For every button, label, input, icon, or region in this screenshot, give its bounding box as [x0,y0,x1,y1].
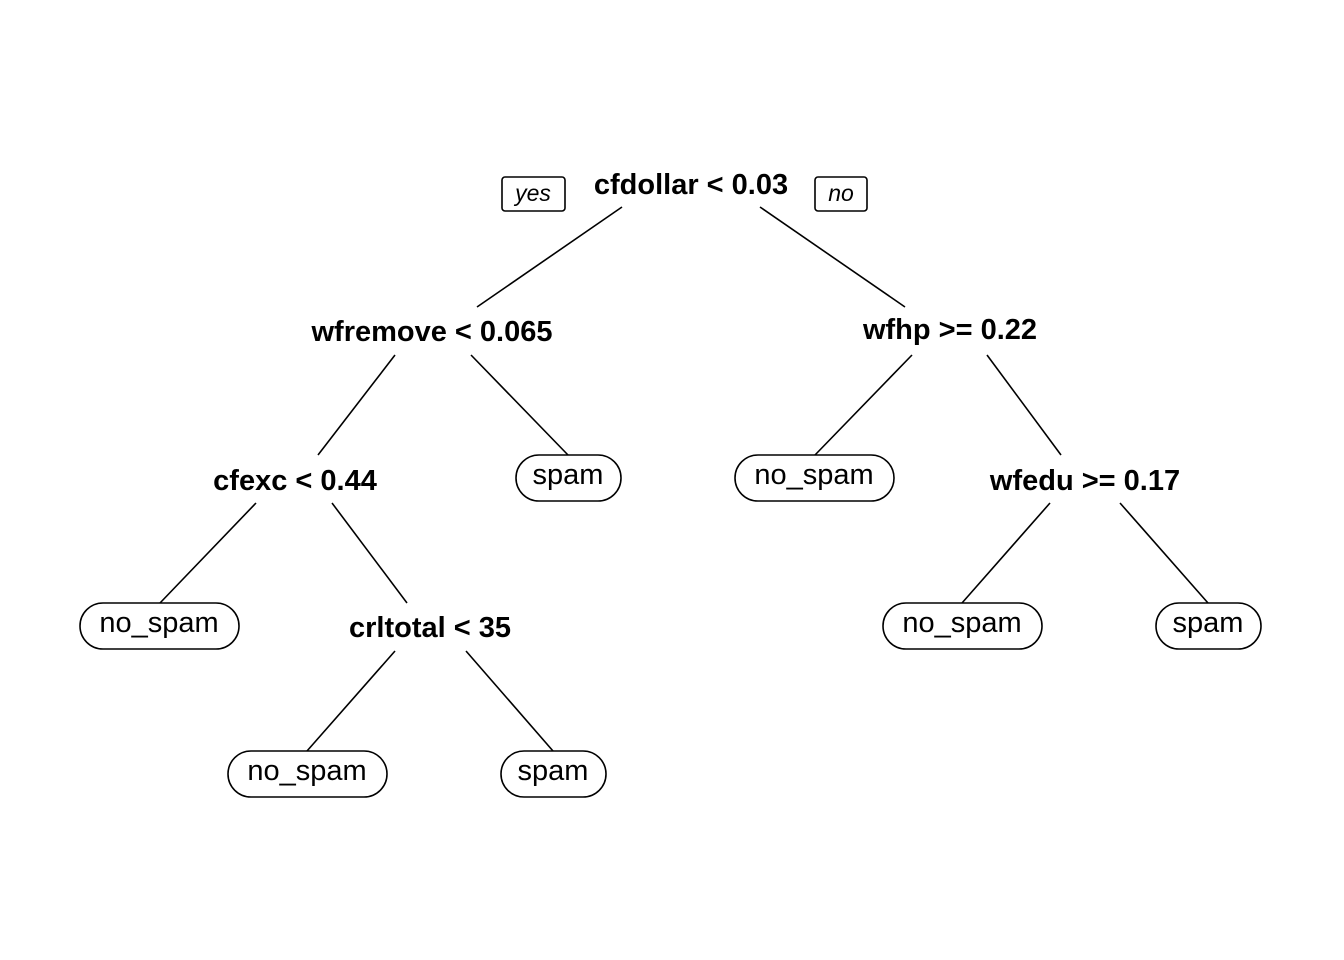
leaf-label: no_spam [247,755,366,787]
split-node-wfremove: wfremove < 0.065 [310,316,552,348]
leaf-label: spam [1173,607,1244,639]
branch-label-yes: yes [501,176,566,212]
leaf-box [734,454,895,502]
branch-label-no: no [814,176,868,212]
leaf-label: spam [533,459,604,491]
leaf-box [1155,602,1262,650]
edge-cfexc-nospam [159,502,257,604]
leaf-box [515,454,622,502]
leaf-nodes: spam no_spam no_spam no_spam spam no_spa… [79,454,1262,798]
edge-wfhp-wfedu [986,354,1062,456]
edge-wfedu-nospam [961,502,1051,604]
leaf-node-crltotal-nospam: no_spam [227,750,388,798]
split-node-crltotal: crltotal < 35 [349,612,511,644]
leaf-box [882,602,1043,650]
leaf-box [227,750,388,798]
edge-root-wfremove [476,206,623,308]
split-nodes: cfdollar < 0.03 wfremove < 0.065 wfhp >=… [213,169,1180,644]
leaf-node-cfexc-nospam: no_spam [79,602,240,650]
edge-wfhp-nospam [814,354,913,456]
edge-wfedu-spam [1119,502,1209,604]
leaf-node-crltotal-spam: spam [500,750,607,798]
split-node-wfedu: wfedu >= 0.17 [989,465,1180,497]
leaf-box [500,750,607,798]
leaf-label: spam [518,755,589,787]
split-node-cfexc: cfexc < 0.44 [213,465,377,497]
leaf-node-wfremove-spam: spam [515,454,622,502]
branch-label-yes-box [501,176,566,212]
leaf-node-wfedu-spam: spam [1155,602,1262,650]
leaf-label: no_spam [99,607,218,639]
leaf-node-wfhp-nospam: no_spam [734,454,895,502]
split-node-wfhp: wfhp >= 0.22 [862,314,1037,346]
tree-edges [159,206,1209,752]
branch-label-no-text: no [828,180,854,206]
leaf-box [79,602,240,650]
leaf-node-wfedu-nospam: no_spam [882,602,1043,650]
branch-label-no-box [814,176,868,212]
leaf-label: no_spam [754,459,873,491]
edge-wfremove-spam [470,354,569,456]
edge-cfexc-crltotal [331,502,408,604]
split-node-root: cfdollar < 0.03 [594,169,788,201]
edge-crltotal-nospam [306,650,396,752]
edge-crltotal-spam [465,650,554,752]
edge-root-wfhp [759,206,906,308]
branch-label-yes-text: yes [513,180,551,206]
edge-wfremove-cfexc [317,354,396,456]
leaf-label: no_spam [902,607,1021,639]
